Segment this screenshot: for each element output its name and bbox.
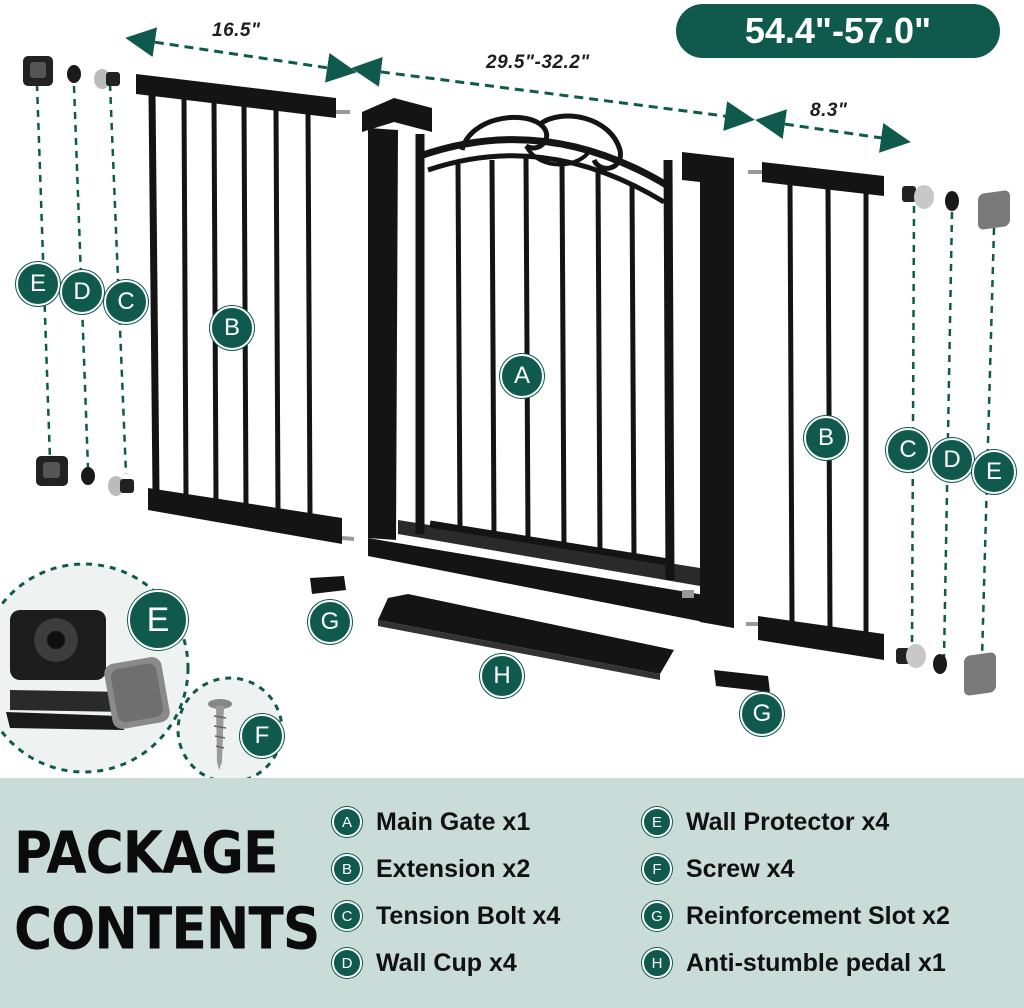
item-letter-badge: B bbox=[332, 854, 362, 884]
dimension-line-main bbox=[351, 57, 755, 131]
list-item: E Wall Protector x4 bbox=[642, 804, 889, 840]
wall-cup-icon bbox=[933, 191, 959, 674]
badge-left-extension: B bbox=[210, 306, 254, 350]
item-letter-badge: C bbox=[332, 901, 362, 931]
badge-pedal-h: H bbox=[480, 654, 524, 698]
right-extension-panel bbox=[746, 162, 884, 660]
item-letter-badge: E bbox=[642, 807, 672, 837]
guide-line-right-d bbox=[942, 211, 954, 659]
item-label: Tension Bolt x4 bbox=[376, 901, 561, 930]
item-label: Wall Protector x4 bbox=[686, 807, 890, 836]
badge-right-g: G bbox=[740, 692, 784, 736]
left-extension-panel bbox=[136, 74, 355, 544]
item-label: Anti-stumble pedal x1 bbox=[686, 948, 946, 977]
left-extension-width-label: 16.5" bbox=[212, 20, 261, 41]
dimension-line-right bbox=[755, 109, 911, 153]
dimension-line-left bbox=[125, 27, 357, 83]
package-title-line1: PACKAGE bbox=[14, 820, 278, 888]
guide-line-right-c bbox=[910, 205, 916, 649]
badge-inset-e: E bbox=[128, 590, 188, 650]
tension-bolt-icon bbox=[94, 69, 134, 496]
package-title-line2: CONTENTS bbox=[14, 896, 320, 964]
badge-main-gate: A bbox=[500, 354, 544, 398]
total-width-badge: 54.4"-57.0" bbox=[676, 4, 1000, 58]
item-label: Main Gate x1 bbox=[376, 807, 531, 836]
item-label: Screw x4 bbox=[686, 854, 795, 883]
badge-left-d: D bbox=[60, 270, 104, 314]
package-contents-panel: PACKAGE CONTENTS A Main Gate x1 B Extens… bbox=[0, 778, 1024, 1008]
item-letter-badge: H bbox=[642, 948, 672, 978]
badge-right-d: D bbox=[930, 438, 974, 482]
main-gate-width-label: 29.5"-32.2" bbox=[486, 52, 590, 73]
guide-line-right-e bbox=[980, 227, 996, 659]
list-item: H Anti-stumble pedal x1 bbox=[642, 945, 946, 981]
wall-protector-icon bbox=[23, 56, 68, 486]
list-item: D Wall Cup x4 bbox=[332, 945, 517, 981]
badge-left-e: E bbox=[16, 262, 60, 306]
anti-stumble-pedal-icon bbox=[378, 594, 674, 680]
main-gate-frame bbox=[362, 98, 734, 628]
badge-right-extension: B bbox=[804, 416, 848, 460]
item-letter-badge: D bbox=[332, 948, 362, 978]
item-letter-badge: G bbox=[642, 901, 672, 931]
guide-line-left-d bbox=[72, 85, 90, 469]
item-letter-badge: A bbox=[332, 807, 362, 837]
badge-right-e: E bbox=[972, 450, 1016, 494]
guide-line-left-c bbox=[108, 83, 128, 475]
list-item: C Tension Bolt x4 bbox=[332, 898, 560, 934]
list-item: F Screw x4 bbox=[642, 851, 794, 887]
wall-protector-icon bbox=[964, 190, 1010, 696]
badge-left-g: G bbox=[308, 600, 352, 644]
item-label: Extension x2 bbox=[376, 854, 531, 883]
wall-cup-icon bbox=[67, 65, 95, 485]
tension-bolt-icon bbox=[896, 185, 934, 668]
badge-left-c: C bbox=[104, 280, 148, 324]
right-extension-width-label: 8.3" bbox=[810, 100, 848, 121]
list-item: A Main Gate x1 bbox=[332, 804, 530, 840]
list-item: G Reinforcement Slot x2 bbox=[642, 898, 950, 934]
item-letter-badge: F bbox=[642, 854, 672, 884]
item-label: Reinforcement Slot x2 bbox=[686, 901, 950, 930]
badge-right-c: C bbox=[886, 428, 930, 472]
list-item: B Extension x2 bbox=[332, 851, 530, 887]
item-label: Wall Cup x4 bbox=[376, 948, 517, 977]
gate-illustration bbox=[0, 27, 1010, 780]
reinforcement-slot-icon bbox=[310, 576, 770, 692]
badge-inset-f: F bbox=[240, 714, 284, 758]
